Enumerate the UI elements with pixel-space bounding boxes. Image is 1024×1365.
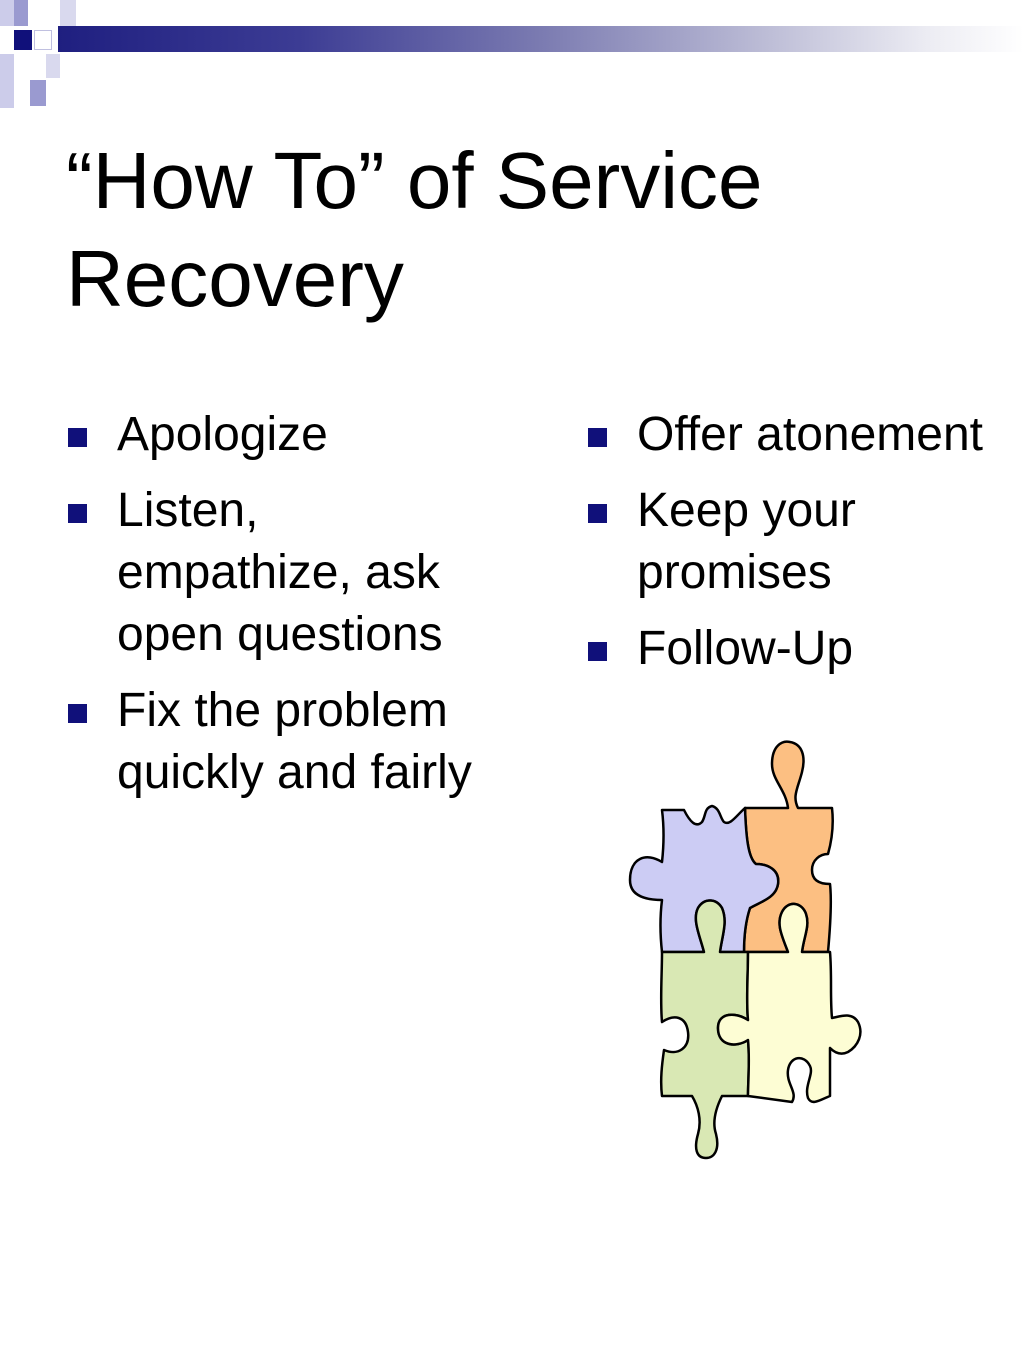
deco-square — [60, 0, 76, 26]
deco-square — [30, 80, 46, 106]
deco-square — [0, 0, 14, 26]
bullet-item: Fix the problem quickly and fairly — [68, 680, 498, 804]
deco-square — [14, 0, 28, 26]
header-decoration — [0, 0, 1024, 110]
puzzle-piece-yellow — [716, 902, 862, 1104]
bullet-text: Follow-Up — [637, 622, 854, 675]
left-bullet-list: Apologize Listen, empathize, ask open qu… — [68, 404, 498, 818]
bullet-item: Offer atonement — [588, 404, 998, 466]
bullet-text: Apologize — [117, 408, 328, 461]
square-bullet-icon — [588, 428, 607, 447]
bullet-text: Fix the problem quickly and fairly — [117, 684, 472, 799]
right-bullet-list: Offer atonement Keep your promises Follo… — [588, 404, 998, 694]
deco-square — [34, 30, 52, 50]
bullet-text: Listen, empathize, ask open questions — [117, 484, 443, 661]
deco-square — [14, 30, 32, 50]
square-bullet-icon — [68, 504, 87, 523]
deco-square — [46, 54, 60, 78]
bullet-item: Follow-Up — [588, 618, 998, 680]
puzzle-piece-green — [659, 899, 751, 1160]
puzzle-pieces-illustration — [628, 740, 862, 1160]
header-gradient-bar — [58, 26, 1024, 52]
bullet-item: Keep your promises — [588, 480, 998, 604]
bullet-text: Keep your promises — [637, 484, 856, 599]
bullet-item: Apologize — [68, 404, 498, 466]
bullet-text: Offer atonement — [637, 408, 983, 461]
deco-square — [0, 54, 14, 108]
square-bullet-icon — [68, 428, 87, 447]
square-bullet-icon — [588, 642, 607, 661]
slide-title: “How To” of Service Recovery — [66, 136, 763, 323]
puzzle-piece-lavender — [628, 804, 780, 954]
square-bullet-icon — [588, 504, 607, 523]
bullet-item: Listen, empathize, ask open questions — [68, 480, 498, 666]
square-bullet-icon — [68, 704, 87, 723]
